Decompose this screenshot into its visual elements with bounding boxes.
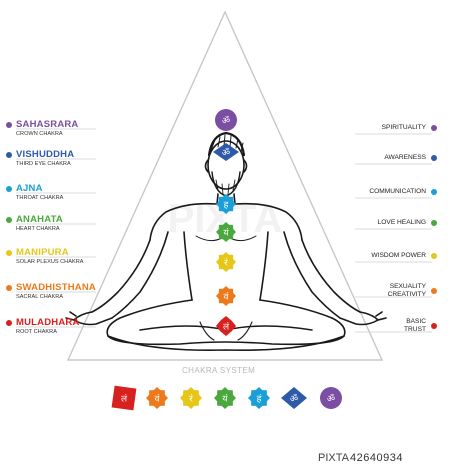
bottom-chakra-row: लं वं रं यं हं ॐ ॐ: [111, 385, 342, 411]
chakra-meaning: WISDOM POWER: [371, 252, 426, 259]
body-chakra-symbol: लं: [216, 316, 236, 336]
body-chakra-glyph: वं: [223, 292, 229, 303]
bottom-chakra-glyph: ॐ: [327, 394, 335, 405]
chakra-subtitle: CROWN CHAKRA: [16, 131, 63, 137]
body-chakra-glyph: यं: [223, 228, 229, 239]
chakra-name-sahasrara: SAHASRARA: [16, 119, 79, 130]
bottom-chakra-symbol: यं: [214, 387, 236, 409]
bottom-chakra-glyph: वं: [154, 394, 160, 405]
body-chakra-glyph: ह: [224, 201, 229, 211]
chakra-meaning: SEXUALITY: [389, 283, 426, 290]
chakra-subtitle: THIRD EYE CHAKRA: [16, 161, 71, 167]
footer-brand: PIXTA: [318, 452, 349, 464]
chakra-name-manipura: MANIPURA: [16, 247, 69, 258]
left-marker-dot: [6, 186, 12, 192]
body-chakra-symbol: ॐ: [215, 109, 237, 131]
body-chakra-symbol: यं: [216, 222, 236, 242]
chakra-name-anahata: ANAHATA: [16, 214, 63, 225]
left-marker-dot: [6, 122, 12, 128]
chakra-name-swadhisthana: SWADHISTHANA: [16, 282, 96, 293]
bottom-chakra-symbol: ॐ: [320, 387, 342, 409]
footer-stock-id: 42640934: [350, 452, 403, 464]
bottom-chakra-symbol: वं: [146, 387, 168, 409]
bottom-chakra-glyph: ॐ: [290, 394, 298, 405]
chakra-subtitle: ROOT CHAKRA: [16, 329, 57, 335]
chakra-meaning: CREATIVITY: [387, 291, 426, 298]
body-chakra-symbol: वं: [216, 286, 236, 306]
chakra-meaning: TRUST: [404, 326, 426, 333]
body-chakra-glyph: रं: [224, 258, 228, 269]
left-marker-dot: [6, 217, 12, 223]
body-chakras: ॐ ॐ ह यं रं वं लं: [213, 109, 239, 336]
chakra-meaning: AWARENESS: [384, 154, 426, 161]
chakra-name-ajna: AJNA: [16, 183, 43, 194]
left-marker-dot: [6, 285, 12, 291]
chakra-name-vishuddha: VISHUDDHA: [16, 149, 75, 160]
right-marker-dot: [431, 189, 437, 195]
bottom-chakra-glyph: रं: [189, 394, 193, 405]
chakra-meaning: SPIRITUALITY: [381, 124, 426, 131]
chakra-name-muladhara: MULADHARA: [16, 317, 80, 328]
chakra-subtitle: SACRAL CHAKRA: [16, 294, 64, 300]
right-marker-dot: [431, 323, 437, 329]
right-marker-dot: [431, 288, 437, 294]
bottom-chakra-symbol: लं: [111, 385, 137, 411]
chakra-subtitle: HEART CHAKRA: [16, 226, 60, 232]
body-chakra-glyph: लं: [223, 322, 230, 333]
right-markers: [355, 125, 437, 333]
body-chakra-symbol: ह: [216, 194, 236, 214]
right-marker-dot: [431, 253, 437, 259]
bottom-chakra-glyph: यं: [222, 394, 228, 405]
chakra-meaning: COMMUNICATION: [369, 188, 426, 195]
chakra-subtitle: THROAT CHAKRA: [16, 195, 64, 201]
diagram-title: CHAKRA SYSTEM: [182, 366, 256, 375]
right-marker-dot: [431, 125, 437, 131]
body-chakra-symbol: ॐ: [213, 143, 239, 161]
left-marker-dot: [6, 320, 12, 326]
body-chakra-symbol: रं: [216, 252, 236, 272]
chakra-meaning: BASIC: [406, 318, 426, 325]
bottom-chakra-symbol: हं: [248, 387, 270, 409]
bottom-chakra-symbol: ॐ: [281, 387, 307, 409]
right-marker-dot: [431, 220, 437, 226]
bottom-chakra-glyph: हं: [257, 394, 262, 405]
body-chakra-glyph: ॐ: [222, 116, 230, 127]
chakra-subtitle: SOLAR PLEXUS CHAKRA: [16, 259, 84, 265]
left-marker-dot: [6, 152, 12, 158]
left-marker-dot: [6, 250, 12, 256]
bottom-chakra-glyph: लं: [121, 394, 128, 405]
right-marker-dot: [431, 155, 437, 161]
bottom-chakra-symbol: रं: [180, 387, 202, 409]
body-chakra-glyph: ॐ: [222, 148, 230, 159]
chakra-meaning: LOVE HEALING: [377, 219, 426, 226]
footer-bar: [0, 447, 450, 469]
left-markers: [6, 122, 96, 328]
